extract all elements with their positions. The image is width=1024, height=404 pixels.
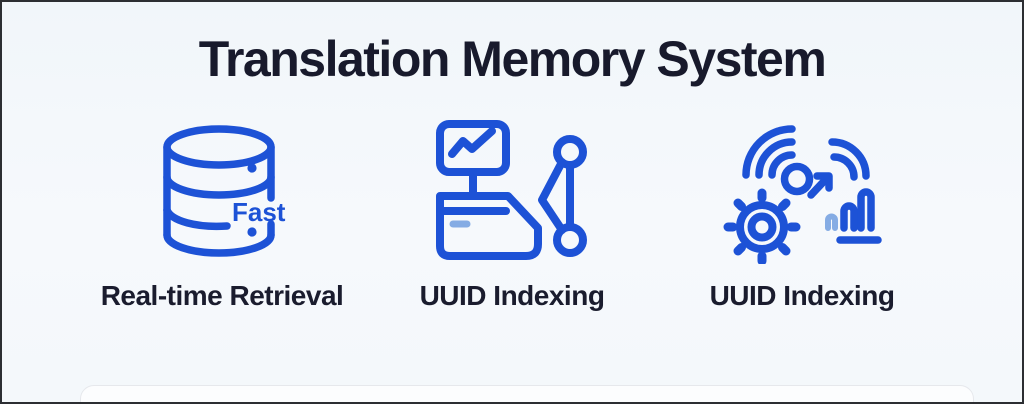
feature-row: Fast Real-time Retrieval: [2, 118, 1022, 312]
feature-item-realtime-retrieval: Fast Real-time Retrieval: [77, 118, 367, 312]
feature-item-uuid-indexing-1: UUID Indexing: [367, 118, 657, 312]
feature-label: UUID Indexing: [419, 280, 605, 311]
feature-label: Real-time Retrieval: [100, 280, 344, 311]
database-fast-icon: Fast: [147, 118, 297, 264]
fast-badge-label: Fast: [232, 197, 286, 227]
gear-signal-analytics-icon: [720, 118, 885, 264]
page-title: Translation Memory System: [198, 31, 827, 87]
monitor-network-icon: [430, 118, 595, 264]
bottom-panel: [80, 385, 974, 402]
feature-item-uuid-indexing-2: UUID Indexing: [657, 118, 947, 312]
feature-label: UUID Indexing: [709, 280, 895, 311]
